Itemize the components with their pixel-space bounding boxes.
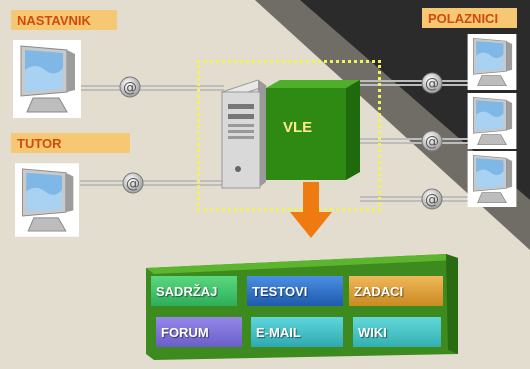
module-wiki: WIKI: [353, 317, 441, 347]
svg-text:@: @: [126, 176, 140, 192]
svg-text:@: @: [425, 134, 439, 150]
module-sadrzaj: SADRŽAJ: [151, 276, 237, 306]
computer-icon-polaznik: [467, 93, 517, 149]
at-icon: @: [421, 72, 443, 94]
label-nastavnik: NASTAVNIK: [11, 10, 117, 30]
module-forum: FORUM: [156, 317, 242, 347]
svg-text:@: @: [123, 80, 137, 96]
computer-icon-nastavnik: [13, 40, 81, 118]
arrow-down-icon: [290, 182, 332, 238]
label-polaznici: POLAZNICI: [422, 8, 517, 28]
vle-label: VLE: [283, 119, 313, 136]
server-icon: [220, 79, 360, 189]
at-icon: @: [119, 76, 141, 98]
computer-icon-polaznik: [467, 34, 517, 90]
at-icon: @: [421, 188, 443, 210]
svg-text:@: @: [425, 76, 439, 92]
module-testovi: TESTOVI: [247, 276, 343, 306]
label-tutor: TUTOR: [11, 133, 130, 153]
svg-text:@: @: [425, 192, 439, 208]
module-email: E-MAIL: [251, 317, 343, 347]
at-icon: @: [122, 172, 144, 194]
module-zadaci: ZADACI: [349, 276, 443, 306]
computer-icon-tutor: [15, 163, 79, 237]
vle-system-frame: [197, 60, 381, 211]
at-icon: @: [421, 130, 443, 152]
computer-icon-polaznik: [467, 151, 517, 207]
